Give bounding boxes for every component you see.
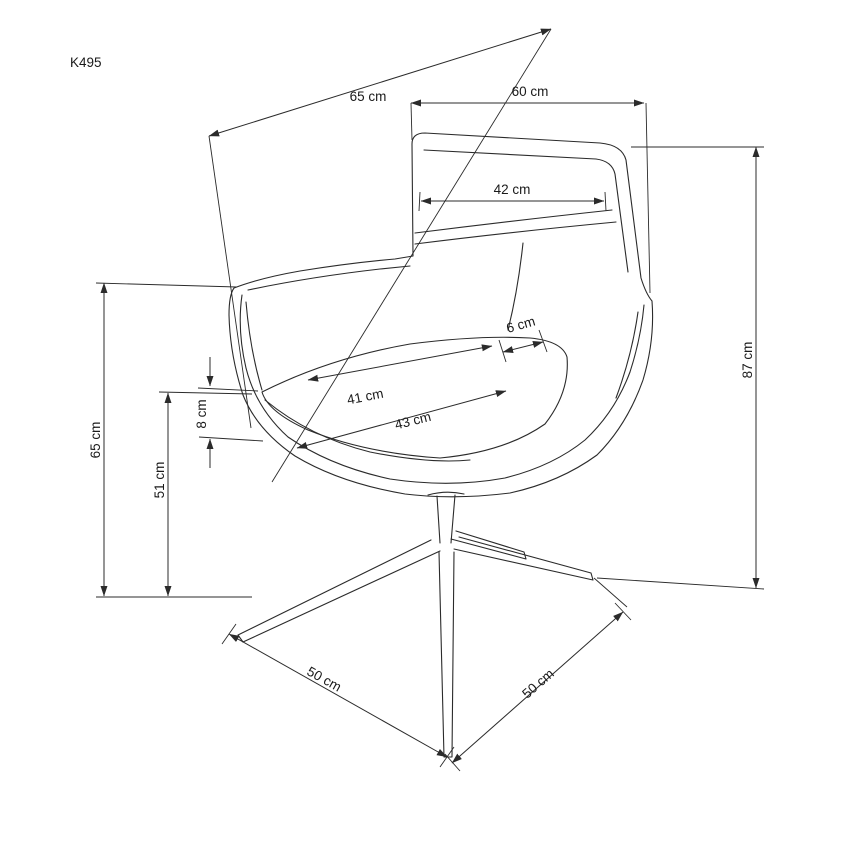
dim-overall-height-label: 87 cm [740,342,755,379]
dim-backrest-width-tick-left [418,191,421,212]
left-armrest-inner-edge [247,265,411,291]
dim-cushion-thickness-ext-bottom [198,436,264,442]
dim-armrest-height-label: 65 cm [88,422,103,459]
dim-base-width-label: 50 cm [519,666,557,701]
dim-seat-side-label: 6 cm [505,313,537,335]
dim-base-width-tick-left [444,753,461,772]
dim-seat-height-ext-top [158,391,253,395]
dim-base-depth-label: 50 cm [304,664,343,695]
dim-base-width-ext [593,577,628,608]
dim-seat-side-line [502,341,544,353]
base-column [427,491,465,544]
dim-overall-width-ext-left [410,102,413,141]
dim-overall-depth-label: 65 cm [350,89,387,104]
dim-backrest-width-label: 42 cm [494,182,531,197]
dim-overall-depth-line [208,28,552,137]
dim-overall-height-ext-bottom [596,577,765,590]
dim-backrest-width-tick-right [604,191,607,212]
dim-base-depth-tick-left [221,623,237,645]
dim-overall-depth-ext-front [208,135,252,429]
dim-seat-height-label: 51 cm [152,462,167,499]
dim-base-depth-tick-right [439,746,455,768]
dim-base-depth-line [228,633,448,758]
leg-back [450,530,527,560]
dim-cushion-thickness-ext-top [197,387,259,392]
dim-seat-depth-label: 41 cm [346,386,385,408]
left-armrest-crease [245,301,263,391]
dim-overall-width-ext-right [645,102,651,294]
dim-seat-side-tick-left [498,339,507,363]
backrest-seam-lower [414,221,617,245]
dim-seat-width-label: 43 cm [393,409,432,432]
model-label: K495 [70,55,102,70]
seat-cushion-front-edge [264,399,471,462]
dim-overall-width-label: 60 cm [512,84,549,99]
dimension-lines [95,28,765,772]
seat-cushion-outline [261,336,568,459]
chair-drawing [228,132,654,758]
backrest-seam-upper [414,209,613,234]
shell-inner-rim [239,294,645,484]
leg-front [438,551,455,758]
dim-cushion-thickness-label: 8 cm [194,399,209,428]
dim-seat-side-tick-right [538,329,548,353]
backrest-inner-outline [423,149,629,273]
right-armrest-crease [615,311,639,399]
leg-left [237,539,441,643]
shell-outline [228,132,654,498]
backrest-center-seam [507,242,524,331]
dim-base-width-line [451,611,624,764]
dim-seat-depth-line [307,344,493,382]
dimension-labels: K495 65 cm 60 cm 42 cm 6 cm 41 cm 43 cm … [70,55,755,701]
dim-armrest-height-ext-top [95,282,238,288]
dim-base-width-tick-right [614,602,632,621]
dim-seat-width-line [296,390,507,449]
